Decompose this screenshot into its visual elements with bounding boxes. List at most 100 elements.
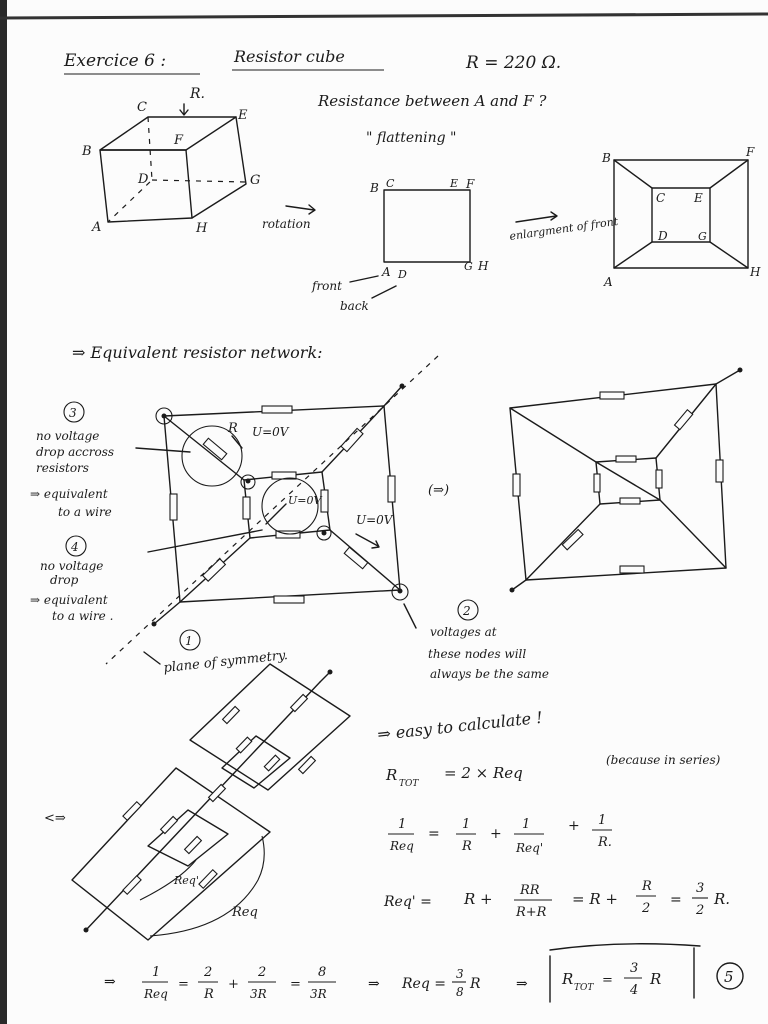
resistor (169, 493, 178, 521)
svg-text:resistors: resistors (36, 461, 89, 475)
svg-text:Req' =: Req' = (383, 894, 432, 910)
svg-text:voltages at: voltages at (430, 625, 497, 639)
cube-hidden-edge-1 (107, 116, 153, 223)
resistor (715, 459, 724, 483)
svg-text:8: 8 (456, 985, 464, 999)
svg-text:⇒: ⇒ (516, 976, 528, 992)
svg-text:=: = (602, 973, 613, 988)
resistor (673, 408, 694, 431)
svg-text:R.: R. (597, 835, 612, 850)
svg-text:2: 2 (462, 604, 471, 618)
req-brace (149, 835, 265, 937)
mid-label-F: F (465, 177, 475, 191)
right-label-H: H (749, 265, 761, 279)
inner-square (651, 187, 711, 243)
resistor (221, 705, 241, 725)
svg-text:R: R (561, 970, 573, 988)
svg-text:⇒ equivalent: ⇒ equivalent (30, 487, 108, 501)
note-1: 1 plane of symmetry. (163, 629, 289, 676)
svg-text:1: 1 (185, 634, 193, 648)
resistor (201, 558, 227, 582)
svg-text:⇒ equivalent: ⇒ equivalent (30, 593, 108, 607)
req-label: Req (231, 905, 258, 920)
resistor (122, 800, 142, 822)
svg-text:1: 1 (522, 817, 530, 832)
svg-text:2: 2 (641, 901, 650, 916)
resistor (599, 391, 625, 400)
terminal-F (399, 383, 405, 389)
right-label-E: E (693, 191, 703, 205)
right-label-C: C (656, 191, 665, 205)
svg-text:Req': Req' (515, 841, 543, 855)
resistor-network-left: R U=0V U=0V U=0V (105, 355, 439, 665)
right-label-D: D (657, 229, 668, 243)
mid-label-A: A (381, 265, 391, 279)
resistor (340, 427, 364, 453)
back-arrow (371, 285, 397, 299)
resistor (593, 473, 601, 493)
cube-label-E: E (237, 108, 248, 123)
resistor (619, 497, 641, 505)
svg-text:3R: 3R (250, 987, 267, 1001)
svg-text:plane of symmetry.: plane of symmetry. (163, 648, 289, 676)
svg-text:R: R (641, 879, 652, 894)
resistor (655, 469, 663, 489)
resistor (619, 565, 645, 574)
resistor (615, 455, 637, 463)
cube-label-B: B (81, 144, 92, 159)
svg-text:+: + (228, 977, 239, 992)
equivalence-sign: (⇒) (428, 483, 449, 498)
label-R: R (227, 421, 238, 436)
mid-label-D: D (397, 268, 407, 281)
resistor (242, 496, 251, 520)
svg-text:= R +: = R + (572, 890, 618, 908)
rotation-label: rotation (262, 217, 311, 231)
enlarge-arrow (515, 215, 557, 223)
mid-label-B: B (369, 181, 379, 195)
svg-text:3R: 3R (310, 987, 327, 1001)
symmetry-plane-line (105, 355, 439, 665)
svg-text:1: 1 (598, 813, 606, 828)
cube-label-H: H (195, 221, 208, 236)
resistor (387, 475, 396, 503)
svg-text:R +: R + (463, 890, 493, 908)
equation-1-over-req: 1 Req = 1 R + 1 Req' + 1 R. (388, 813, 612, 855)
label-U1: U=0V (252, 425, 290, 439)
label-U3: U=0V (356, 513, 394, 527)
equivalence-sign-2: <⇒ (44, 811, 66, 826)
flattened-square: B C E F A D G H (369, 177, 489, 281)
svg-text:⇒: ⇒ (104, 974, 116, 990)
svg-text:no voltage: no voltage (36, 429, 99, 443)
resistor (263, 754, 281, 772)
svg-text:8: 8 (318, 965, 326, 980)
resistor (343, 546, 369, 570)
exercise-subtitle: Resistor cube (233, 47, 345, 66)
svg-text:R: R (385, 766, 397, 784)
resistor (261, 405, 293, 414)
svg-text:2: 2 (257, 965, 266, 980)
resistor (198, 868, 218, 890)
exercise-title: Exercice 6 : (63, 51, 166, 71)
mid-label-E: E (449, 177, 458, 190)
cube-label-D: D (137, 172, 149, 187)
svg-text:drop: drop (50, 573, 79, 587)
equation-final: ⇒ 1 Req = 2 R + 2 3R = 8 3R ⇒ Req = 3 8 … (104, 943, 744, 1003)
svg-text:to a wire: to a wire (58, 505, 112, 519)
circled-number-5 (716, 962, 744, 990)
cube-label-F: F (173, 133, 184, 148)
given-resistance: R = 220 Ω. (465, 53, 561, 73)
right-label-F: F (745, 145, 755, 159)
resistor (159, 815, 179, 835)
svg-text:1: 1 (462, 817, 470, 832)
svg-text:3: 3 (69, 406, 77, 420)
resistor (275, 530, 301, 539)
svg-text:1: 1 (152, 965, 160, 980)
svg-text:R+R: R+R (515, 905, 547, 920)
svg-text:Req: Req (389, 839, 414, 853)
svg-text:R.: R. (713, 890, 730, 908)
result-box (549, 943, 701, 1003)
page-binding-edge (0, 0, 7, 1024)
svg-text:(because in series): (because in series) (606, 753, 721, 767)
svg-text:2: 2 (695, 903, 704, 918)
